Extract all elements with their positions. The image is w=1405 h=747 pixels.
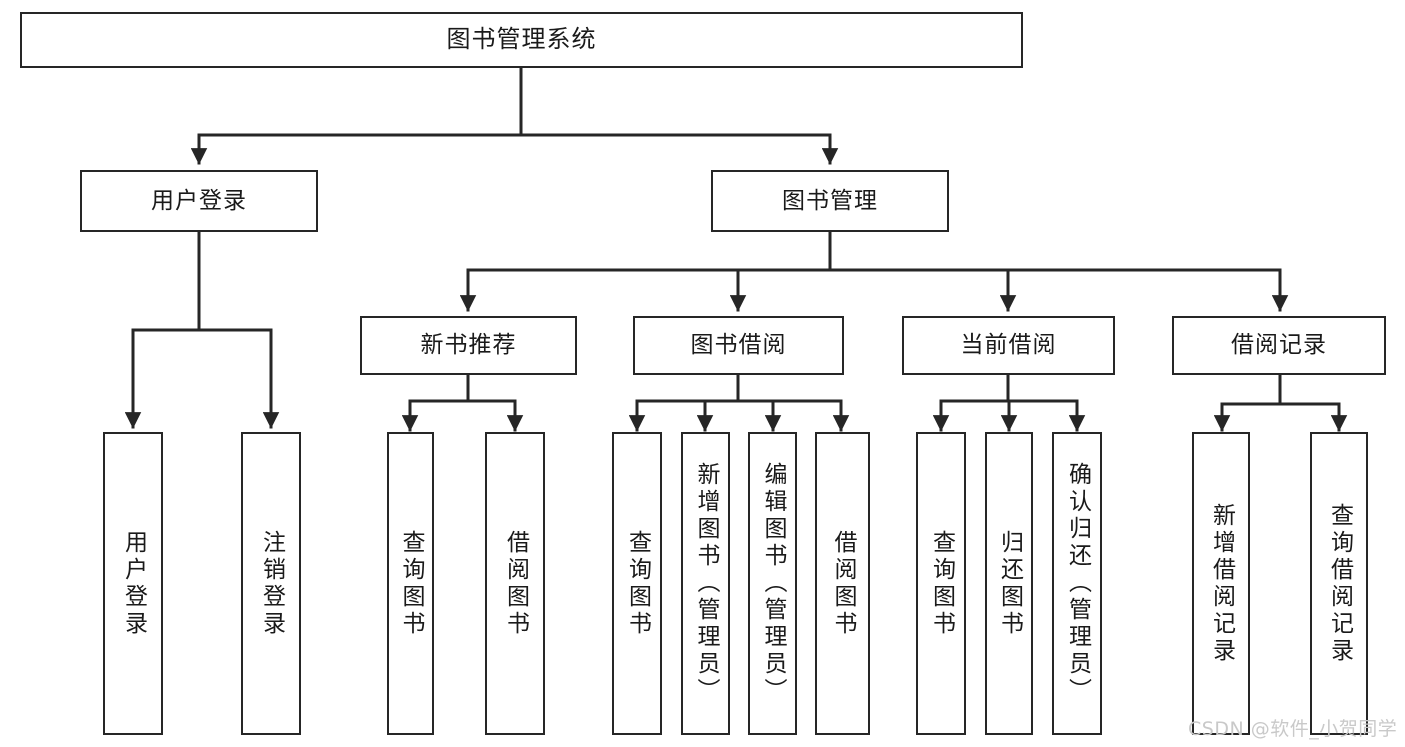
node-label: 当前借阅	[960, 332, 1057, 359]
node-label: 新书推荐	[420, 332, 517, 359]
leaf-query-book-borrow[interactable]: 查询图书	[612, 432, 662, 735]
node-label: 确认归还（管理员）	[1064, 462, 1091, 705]
leaf-query-book-recommend[interactable]: 查询图书	[387, 432, 434, 735]
leaf-logout[interactable]: 注销登录	[241, 432, 301, 735]
leaf-add-book-admin[interactable]: 新增图书（管理员）	[681, 432, 730, 735]
node-label: 查询图书	[398, 529, 424, 638]
node-label: 图书管理	[782, 187, 878, 214]
node-label: 新增图书（管理员）	[693, 462, 719, 705]
leaf-return-book[interactable]: 归还图书	[985, 432, 1033, 735]
watermark-text: CSDN @软件_小贺同学	[1188, 718, 1398, 740]
leaf-add-borrow-record[interactable]: 新增借阅记录	[1192, 432, 1250, 735]
node-label: 新增借阅记录	[1208, 502, 1235, 665]
leaf-borrow-book-recommend[interactable]: 借阅图书	[485, 432, 545, 735]
node-label: 查询图书	[928, 529, 955, 638]
leaf-user-login[interactable]: 用户登录	[103, 432, 163, 735]
node-new-book-recommend[interactable]: 新书推荐	[360, 316, 577, 375]
node-label: 归还图书	[996, 529, 1023, 638]
node-label: 查询借阅记录	[1326, 502, 1353, 665]
node-borrow-record[interactable]: 借阅记录	[1172, 316, 1386, 375]
node-label: 图书管理系统	[446, 25, 597, 54]
node-root-system[interactable]: 图书管理系统	[20, 12, 1023, 68]
node-label: 图书借阅	[690, 332, 787, 359]
node-book-borrow[interactable]: 图书借阅	[633, 316, 844, 375]
leaf-edit-book-admin[interactable]: 编辑图书（管理员）	[748, 432, 797, 735]
node-label: 注销登录	[258, 529, 285, 638]
node-label: 用户登录	[120, 529, 147, 638]
node-label: 借阅图书	[502, 529, 529, 638]
node-current-borrow[interactable]: 当前借阅	[902, 316, 1115, 375]
node-label: 借阅记录	[1231, 332, 1327, 359]
leaf-borrow-book[interactable]: 借阅图书	[815, 432, 870, 735]
node-label: 借阅图书	[830, 529, 856, 638]
node-book-management[interactable]: 图书管理	[711, 170, 949, 232]
node-label: 查询图书	[624, 529, 651, 638]
node-label: 用户登录	[151, 187, 247, 214]
leaf-query-borrow-record[interactable]: 查询借阅记录	[1310, 432, 1368, 735]
node-user-login[interactable]: 用户登录	[80, 170, 318, 232]
leaf-confirm-return-admin[interactable]: 确认归还（管理员）	[1052, 432, 1102, 735]
leaf-query-book-current[interactable]: 查询图书	[916, 432, 966, 735]
node-label: 编辑图书（管理员）	[760, 462, 786, 705]
